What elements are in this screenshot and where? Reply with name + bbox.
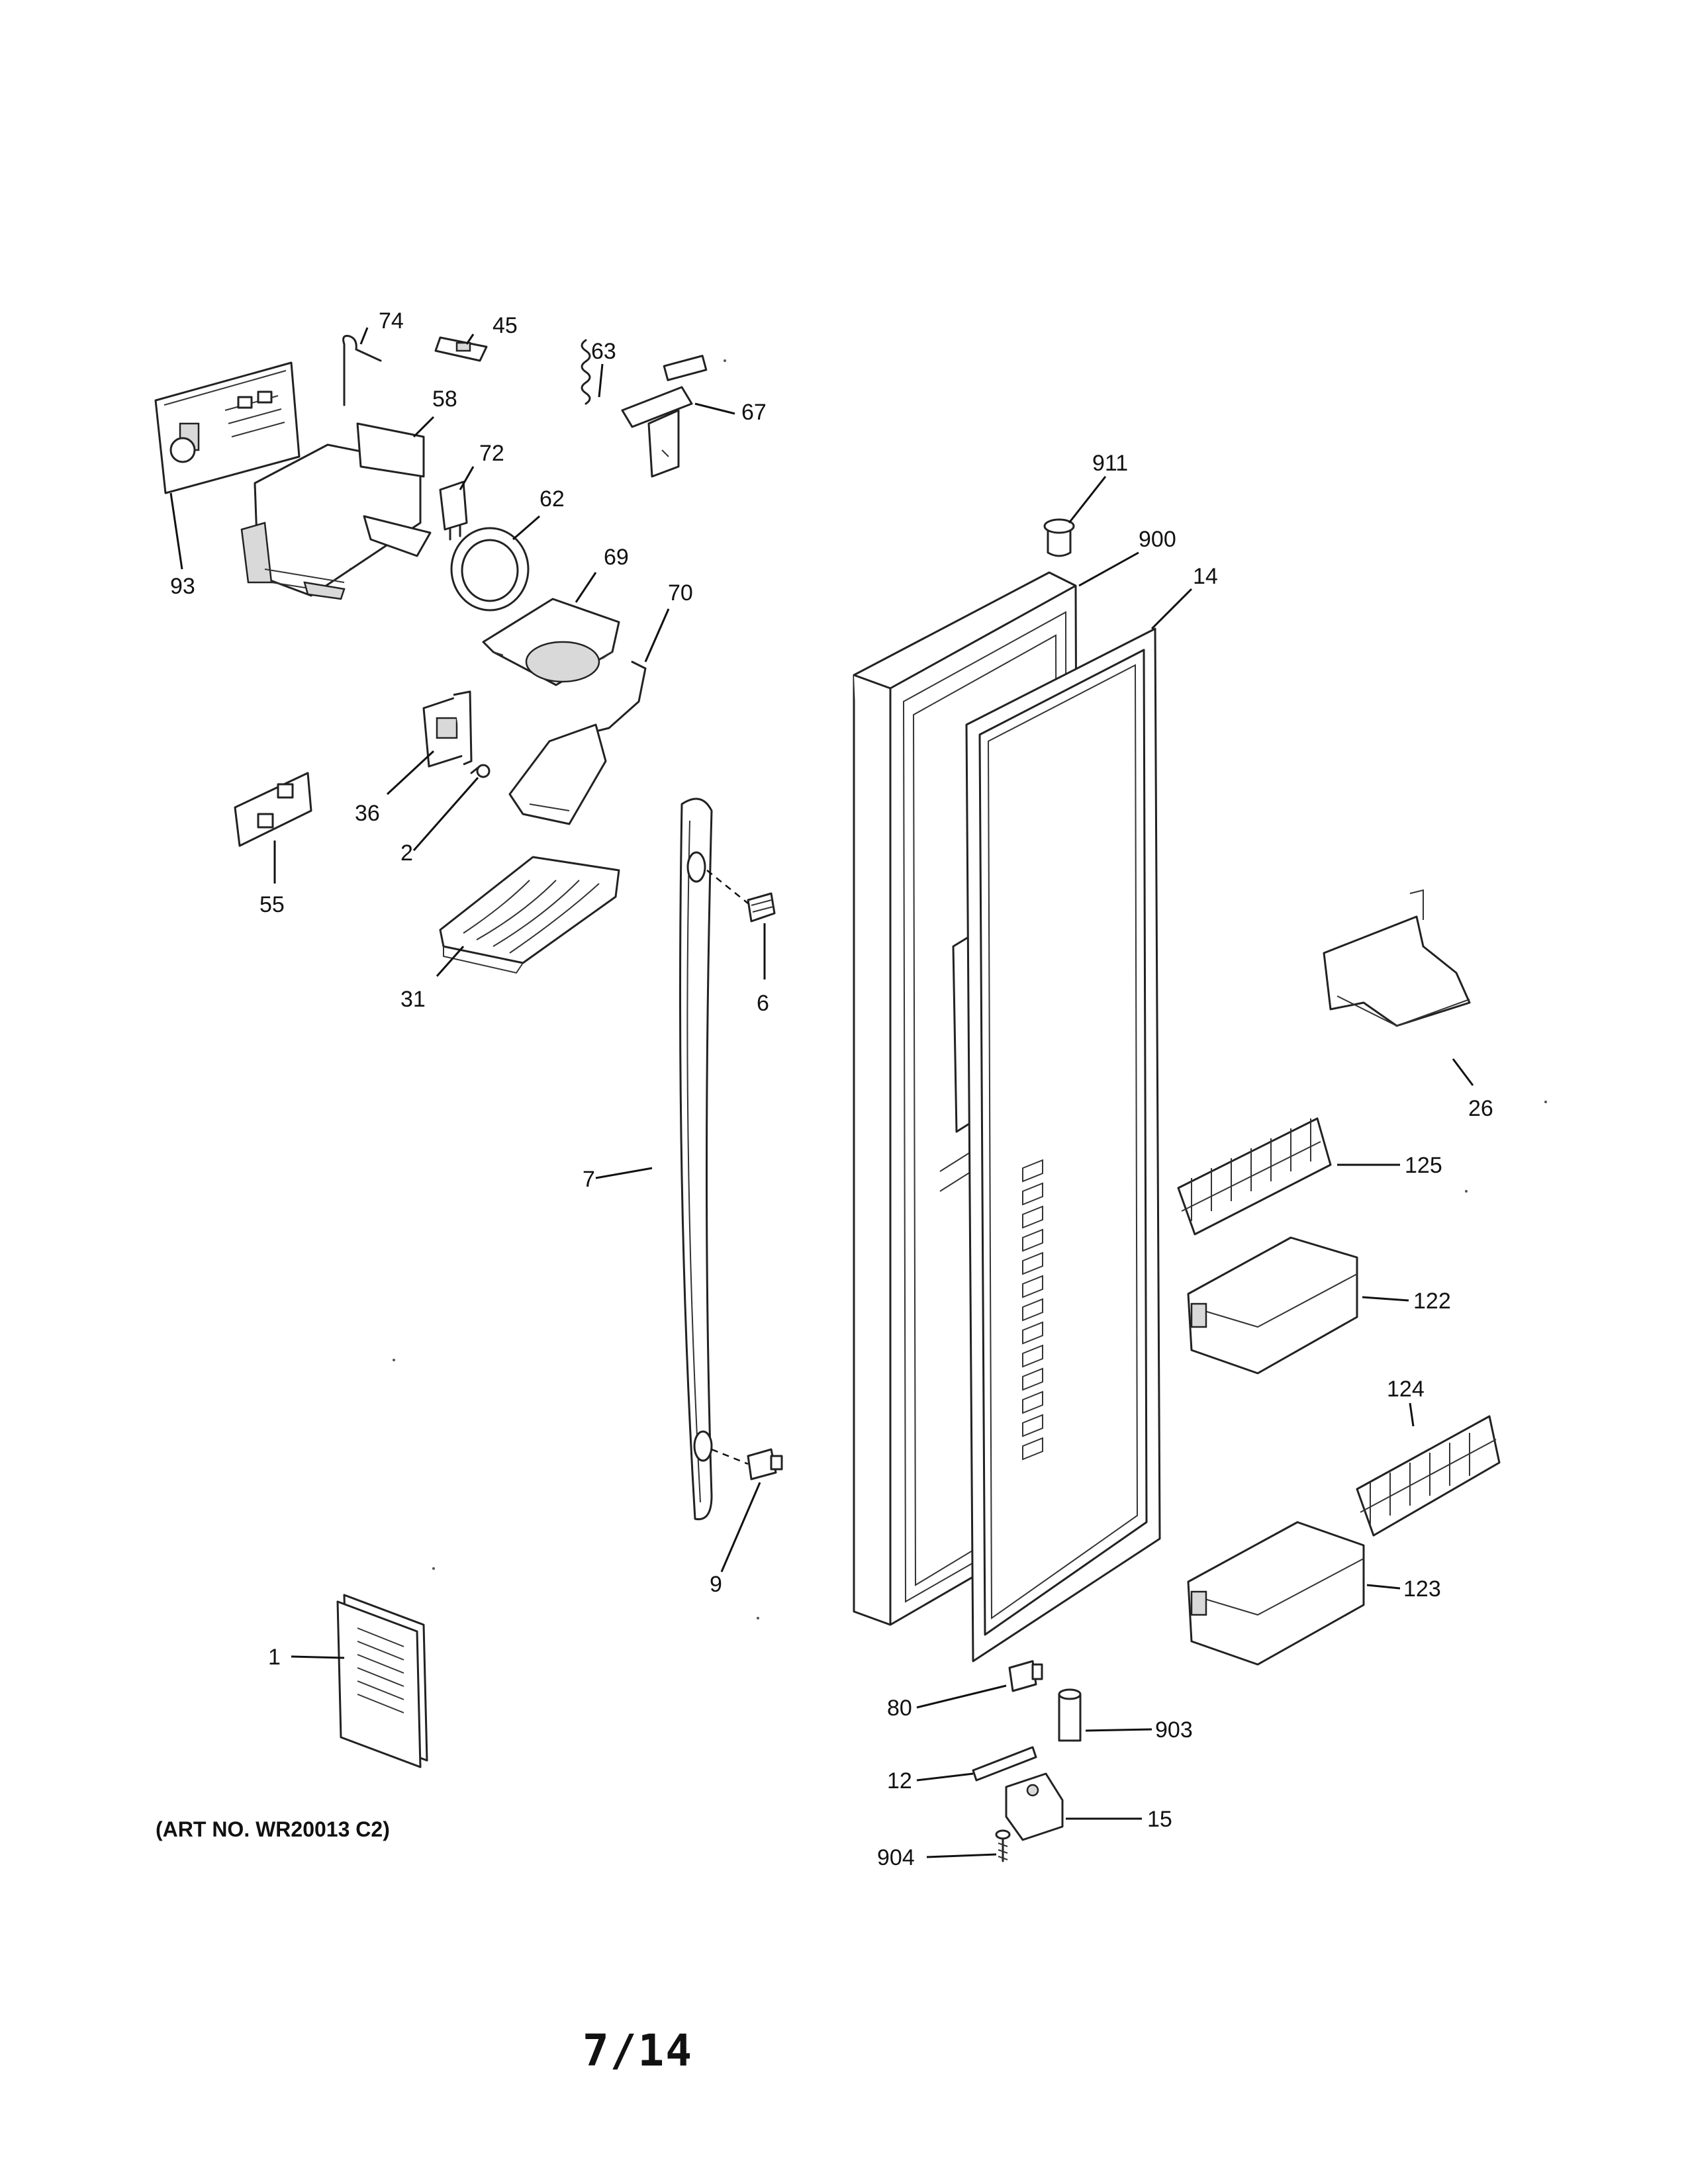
screw-9-dash-line <box>711 1448 749 1465</box>
part-911-bushing <box>1043 518 1075 557</box>
callout-900: 900 <box>1139 527 1176 552</box>
callout-69: 69 <box>604 545 629 570</box>
part-12-plate <box>972 1746 1037 1782</box>
callout-7: 7 <box>583 1167 595 1192</box>
part-74-spring <box>342 335 382 406</box>
part-123-bin <box>1187 1521 1365 1666</box>
callout-72: 72 <box>479 441 504 466</box>
callout-26: 26 <box>1468 1096 1493 1121</box>
callout-31: 31 <box>400 987 426 1012</box>
callout-70: 70 <box>668 580 693 606</box>
callout-12: 12 <box>887 1768 912 1794</box>
callout-2: 2 <box>400 841 413 866</box>
callout-67: 67 <box>741 400 767 425</box>
callout-74: 74 <box>379 308 404 334</box>
door-shelf-ribs <box>1022 1159 1043 1461</box>
part-31-drip-tray <box>439 856 620 974</box>
part-122-bin <box>1187 1236 1358 1375</box>
callout-63: 63 <box>591 339 616 364</box>
callout-labels: 74 45 63 67 58 72 93 62 69 70 911 900 14… <box>170 308 1493 1870</box>
part-15-hinge <box>1005 1772 1064 1841</box>
part-7-handle <box>679 797 713 1521</box>
callout-55: 55 <box>259 892 285 917</box>
callout-904: 904 <box>877 1845 915 1870</box>
callout-36: 36 <box>355 801 380 826</box>
part-14-gasket <box>965 627 1161 1662</box>
part-69-chute <box>482 598 620 686</box>
callout-6: 6 <box>757 991 769 1016</box>
part-124-basket <box>1356 1415 1501 1537</box>
screw-6-dash-line <box>706 870 749 904</box>
part-67-bracket <box>621 355 708 478</box>
callout-124: 124 <box>1387 1377 1425 1402</box>
part-72-switch <box>439 480 468 541</box>
part-904-screw <box>995 1829 1011 1862</box>
page-number: 7/14 <box>583 2025 693 2076</box>
part-45-plate <box>434 336 488 362</box>
callout-14: 14 <box>1193 564 1218 589</box>
part-903-bushing <box>1058 1688 1082 1742</box>
callout-1: 1 <box>268 1645 281 1670</box>
callout-62: 62 <box>539 486 565 512</box>
part-70-wire-flap <box>508 660 647 825</box>
callout-15: 15 <box>1147 1807 1172 1832</box>
part-36-bracket <box>422 690 473 768</box>
callout-903: 903 <box>1155 1717 1193 1743</box>
callout-80: 80 <box>887 1696 912 1721</box>
part-58-dispenser-housing <box>240 422 432 600</box>
callout-58: 58 <box>432 387 457 412</box>
callout-122: 122 <box>1413 1289 1451 1314</box>
callout-123: 123 <box>1403 1576 1441 1602</box>
callout-911: 911 <box>1092 451 1128 476</box>
part-2-screw <box>470 764 491 778</box>
leader-lines <box>169 327 1474 1858</box>
callout-45: 45 <box>492 313 518 338</box>
part-6-screw <box>747 892 776 923</box>
part-93-control-panel <box>154 361 301 494</box>
part-63-spring <box>581 339 591 405</box>
part-1-manual <box>336 1594 428 1768</box>
part-55-board <box>234 772 312 847</box>
part-9-screw <box>747 1448 783 1480</box>
part-26-cover <box>1323 889 1471 1027</box>
scan-specks <box>393 359 1547 1619</box>
callout-93: 93 <box>170 574 195 599</box>
callout-9: 9 <box>710 1572 722 1597</box>
callout-125: 125 <box>1405 1153 1442 1178</box>
part-80-stop <box>1008 1660 1043 1692</box>
part-62-ring <box>450 527 530 612</box>
art-number: (ART NO. WR20013 C2) <box>156 1817 390 1841</box>
part-125-basket <box>1177 1117 1332 1236</box>
